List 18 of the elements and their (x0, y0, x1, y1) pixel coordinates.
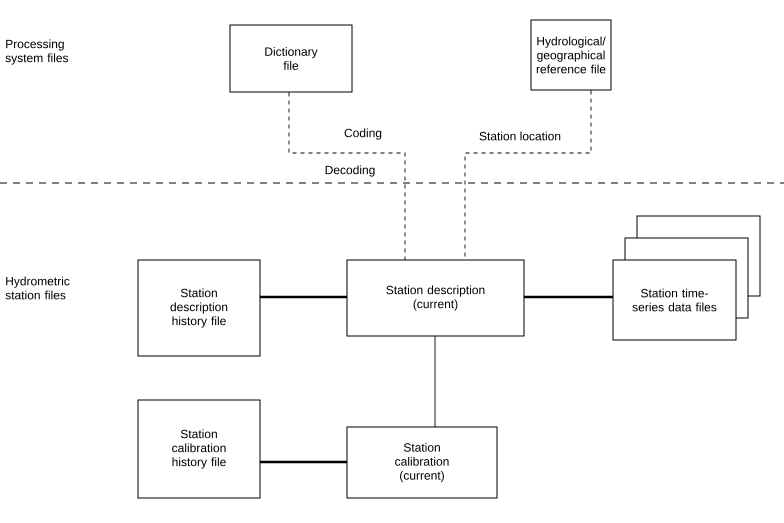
file-box: Station description (current) (346, 260, 524, 336)
text-label: Decoding (324, 164, 376, 178)
file-box: Station calibration (current) (346, 426, 498, 498)
connector-line (260, 296, 346, 298)
edge-label: Coding (343, 127, 384, 141)
connector-line (434, 336, 436, 427)
node-label: series data files (632, 302, 716, 312)
edge-label: Station location (478, 130, 562, 142)
stacked-file-boxes: Station time-series data files (612, 216, 760, 340)
file-box: Station calibration history file (138, 400, 260, 498)
file-box: Station description history file (138, 260, 260, 356)
connector-line (524, 296, 612, 298)
file-box: Hydrological/ geographical reference file (530, 20, 612, 90)
connector-line (260, 460, 346, 464)
connector-line (288, 92, 406, 260)
section-label: Hydrometric station files (6, 276, 70, 300)
section-label: Processing system files (6, 39, 68, 65)
file-box: Dictionary file (230, 24, 352, 92)
